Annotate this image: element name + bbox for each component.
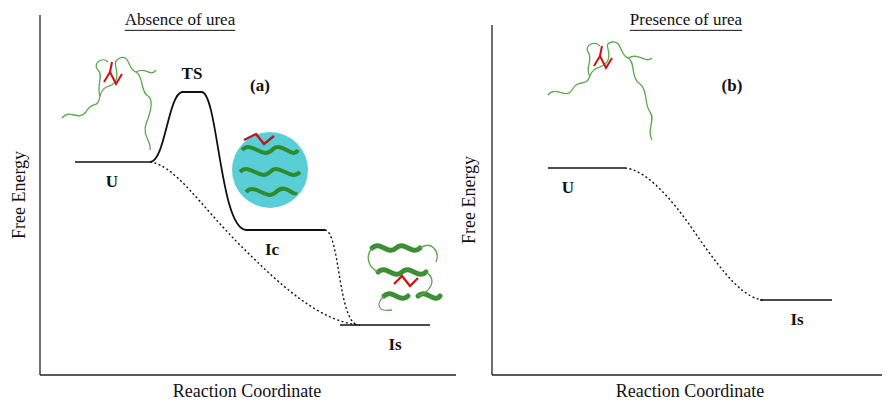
state-label: Ic <box>265 241 279 260</box>
unfolded-protein-b <box>548 42 652 140</box>
state-label: Is <box>790 311 803 330</box>
compact-intermediate <box>232 132 308 208</box>
axes-a <box>40 15 456 375</box>
heading-underline <box>630 30 742 31</box>
energy-profile-b <box>548 168 832 300</box>
energy-profile-a <box>75 92 430 325</box>
axis-label: Free Energy <box>460 156 480 244</box>
ligand-b-unfolded <box>594 46 612 68</box>
axes-b <box>492 25 882 375</box>
axis-label: Reaction Coordinate <box>173 382 321 402</box>
panel-heading: Presence of urea <box>630 11 742 30</box>
state-label: U <box>562 179 574 198</box>
panel-heading: Absence of urea <box>125 11 235 30</box>
ligand-a-unfolded <box>104 62 122 84</box>
heading-underline <box>125 30 235 31</box>
native-like-protein <box>368 245 440 310</box>
state-label: TS <box>182 65 203 84</box>
axis-label: Reaction Coordinate <box>616 382 764 402</box>
state-label: Is <box>388 336 401 355</box>
axis-label: Free Energy <box>10 151 30 239</box>
panel-letter: (b) <box>722 77 743 96</box>
state-label: U <box>106 173 118 192</box>
panel-letter: (a) <box>250 77 270 96</box>
unfolded-protein-a <box>62 57 156 150</box>
